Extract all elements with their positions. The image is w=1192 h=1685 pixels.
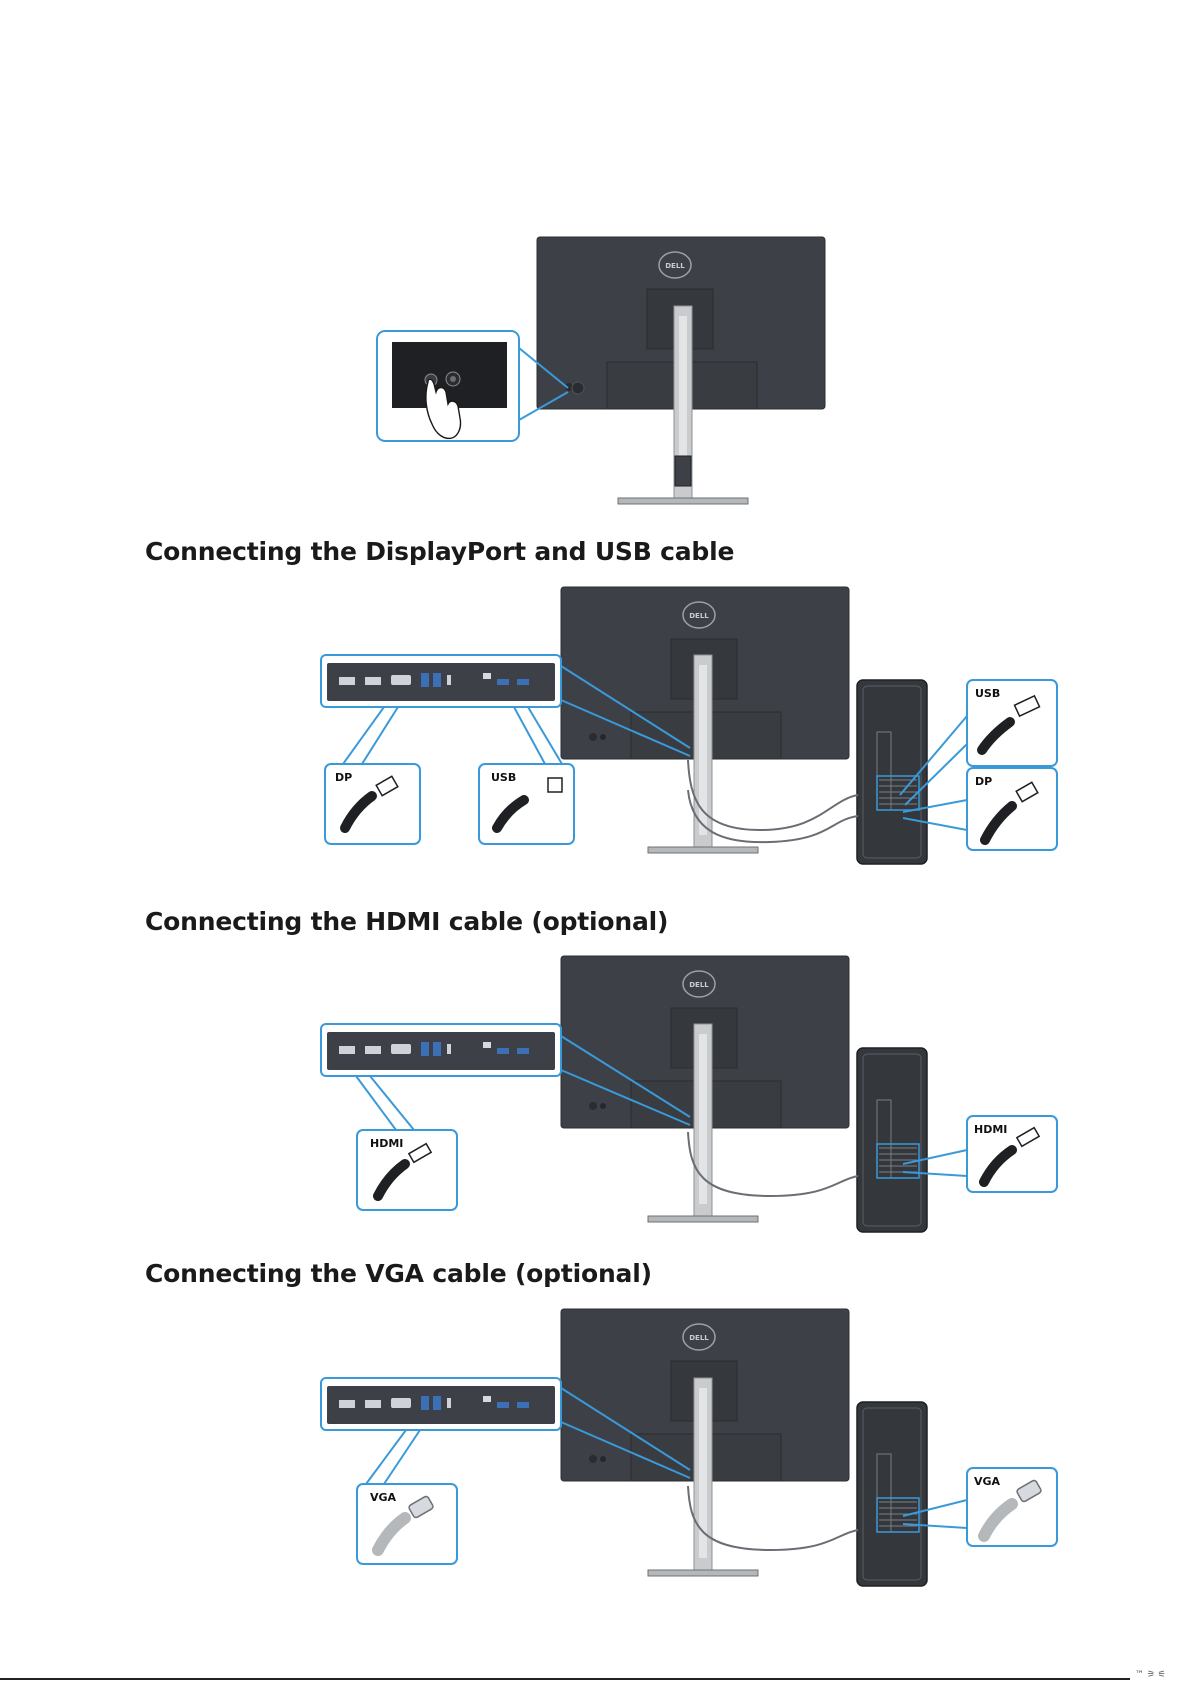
power-button-figure (377, 237, 825, 504)
dp-usb-figure: DP USB USB DP (321, 587, 1057, 864)
dp-monitor-label: DP (335, 771, 352, 784)
usb-pc-label: USB (975, 687, 1000, 700)
dp-pc-label: DP (975, 775, 992, 788)
vga-figure: VGA VGA (321, 1309, 1057, 1586)
page-bottom-rule (0, 1678, 1130, 1680)
hdmi-monitor-label: HDMI (370, 1137, 403, 1150)
usb-monitor-label: USB (491, 771, 516, 784)
corner-mark: ™ ⚞ ⚟ (1135, 1670, 1166, 1680)
hdmi-pc-label: HDMI (974, 1123, 1007, 1136)
hdmi-figure: HDMI HDMI (321, 956, 1057, 1232)
vga-pc-label: VGA (974, 1475, 1001, 1488)
vga-monitor-label: VGA (370, 1491, 397, 1504)
